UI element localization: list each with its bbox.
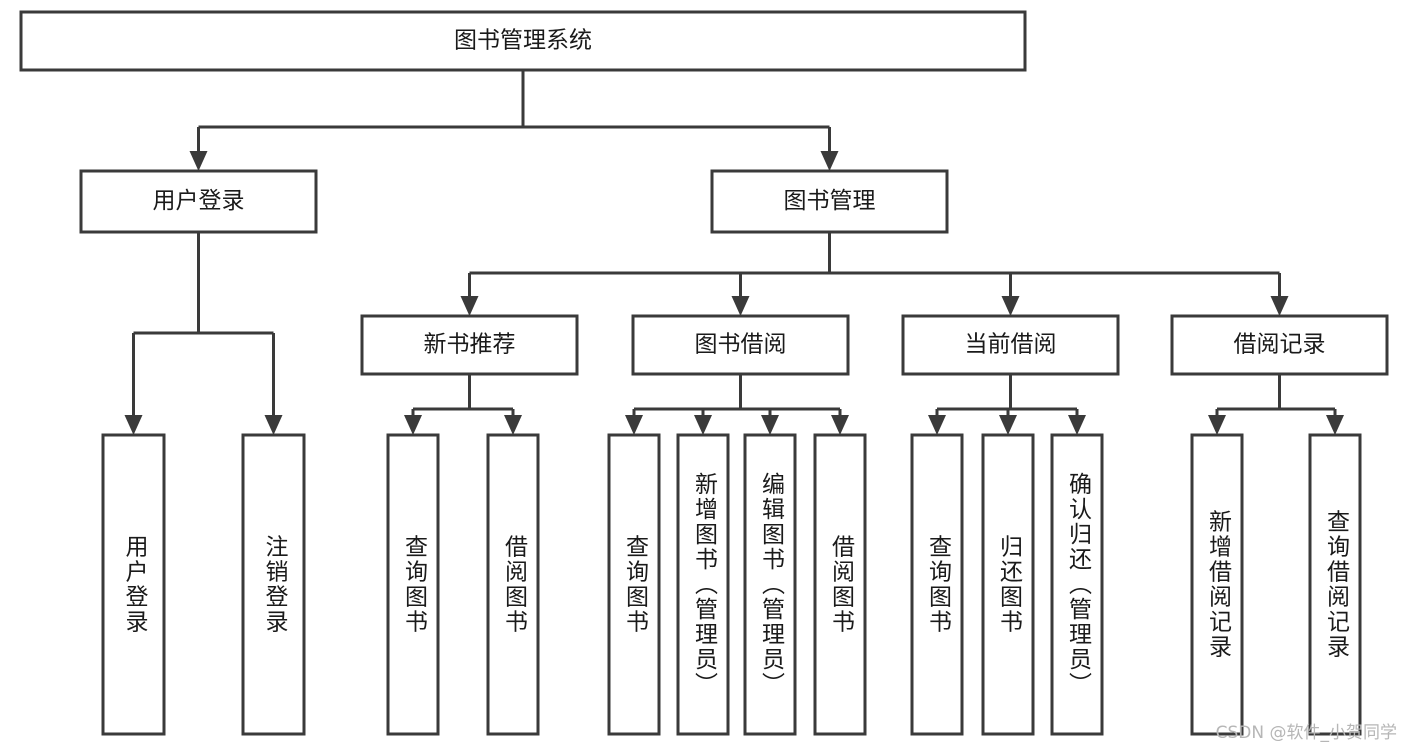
node-leaf-1-1-1-rect[interactable] [676,433,730,736]
node-level2-1[interactable]: 图书管理 [710,169,949,234]
node-leaf-1-1-3-label: 借阅图书 [828,535,856,635]
node-level3-1-3-label: 借阅记录 [1234,332,1326,358]
node-leaf-1-3-0[interactable]: 新增借阅记录 [1190,433,1244,736]
node-leaf-1-0-1-rect[interactable] [486,433,540,736]
node-root-label: 图书管理系统 [454,28,592,54]
node-leaf-1-0-0-label: 查询图书 [401,535,429,635]
node-root-rect[interactable] [19,10,1027,72]
arrowhead-icon [404,415,422,435]
arrowhead-icon [264,415,283,435]
node-level3-1-1-rect[interactable] [631,314,850,376]
node-leaf-0-0-rect[interactable] [101,433,166,736]
node-level3-1-0-rect[interactable] [360,314,579,376]
node-leaf-0-1-rect[interactable] [241,433,306,736]
node-leaf-1-1-2-rect[interactable] [743,433,797,736]
node-leaf-1-2-2-rect[interactable] [1050,433,1104,736]
node-level3-1-1[interactable]: 图书借阅 [631,314,850,376]
node-leaf-1-2-0-rect[interactable] [910,433,964,736]
node-leaf-1-3-0-rect[interactable] [1190,433,1244,736]
arrowhead-icon [460,296,479,316]
node-leaf-1-1-0-rect[interactable] [607,433,661,736]
arrowhead-icon [189,151,208,171]
node-leaf-1-2-0[interactable]: 查询图书 [910,433,964,736]
node-leaf-1-2-2[interactable]: 确认归还（管理员） [1050,433,1104,736]
edge-layer [124,70,1344,435]
node-level2-1-rect[interactable] [710,169,949,234]
node-leaf-1-0-0-rect[interactable] [386,433,440,736]
arrowhead-icon [928,415,946,435]
node-leaf-0-0-label: 用户登录 [121,535,149,635]
node-layer: 图书管理系统用户登录用户登录注销登录图书管理新书推荐查询图书借阅图书图书借阅查询… [19,10,1389,736]
node-level2-1-label: 图书管理 [784,188,876,214]
node-level3-1-0-label: 新书推荐 [424,332,516,358]
watermark-text: CSDN @软件_小贺同学 [1215,723,1397,743]
node-level3-1-2-rect[interactable] [901,314,1120,376]
arrowhead-icon [831,415,849,435]
node-leaf-1-2-1-label: 归还图书 [996,535,1024,635]
node-leaf-1-1-0-label: 查询图书 [622,535,650,635]
node-root[interactable]: 图书管理系统 [19,10,1027,72]
arrowhead-icon [1208,415,1226,435]
arrowhead-icon [999,415,1017,435]
node-leaf-1-3-1[interactable]: 查询借阅记录 [1308,433,1362,736]
node-level3-1-3-rect[interactable] [1170,314,1389,376]
node-leaf-1-1-3-rect[interactable] [813,433,867,736]
node-level3-1-1-label: 图书借阅 [695,332,787,358]
node-leaf-1-0-0[interactable]: 查询图书 [386,433,440,736]
node-level3-1-3[interactable]: 借阅记录 [1170,314,1389,376]
node-level2-0-rect[interactable] [79,169,318,234]
arrowhead-icon [1001,296,1020,316]
node-leaf-1-2-0-label: 查询图书 [925,535,953,635]
node-leaf-1-1-2[interactable]: 编辑图书（管理员） [743,433,797,736]
node-level3-1-2[interactable]: 当前借阅 [901,314,1120,376]
node-leaf-0-1[interactable]: 注销登录 [241,433,306,736]
arrowhead-icon [1068,415,1086,435]
node-leaf-1-1-0[interactable]: 查询图书 [607,433,661,736]
arrowhead-icon [1270,296,1289,316]
node-leaf-1-0-1-label: 借阅图书 [501,535,529,635]
node-leaf-1-0-1[interactable]: 借阅图书 [486,433,540,736]
node-leaf-1-1-1[interactable]: 新增图书（管理员） [676,433,730,736]
arrowhead-icon [1326,415,1344,435]
node-leaf-1-2-1-rect[interactable] [981,433,1035,736]
arrowhead-icon [504,415,522,435]
node-leaf-1-1-1-label: 新增图书（管理员） [691,472,719,697]
node-leaf-1-3-1-label: 查询借阅记录 [1323,510,1351,660]
node-level2-0-label: 用户登录 [153,188,245,214]
arrowhead-icon [625,415,643,435]
node-level2-0[interactable]: 用户登录 [79,169,318,234]
arrowhead-icon [761,415,779,435]
arrowhead-icon [820,151,839,171]
node-leaf-1-3-0-label: 新增借阅记录 [1205,510,1233,660]
node-level3-1-0[interactable]: 新书推荐 [360,314,579,376]
arrowhead-icon [694,415,712,435]
node-level3-1-2-label: 当前借阅 [965,332,1057,358]
node-leaf-1-2-1[interactable]: 归还图书 [981,433,1035,736]
arrowhead-icon [731,296,750,316]
node-leaf-0-1-label: 注销登录 [261,535,289,635]
node-leaf-1-1-2-label: 编辑图书（管理员） [758,472,786,697]
arrowhead-icon [124,415,143,435]
node-leaf-1-1-3[interactable]: 借阅图书 [813,433,867,736]
node-leaf-1-3-1-rect[interactable] [1308,433,1362,736]
node-leaf-0-0[interactable]: 用户登录 [101,433,166,736]
node-leaf-1-2-2-label: 确认归还（管理员） [1065,472,1093,697]
